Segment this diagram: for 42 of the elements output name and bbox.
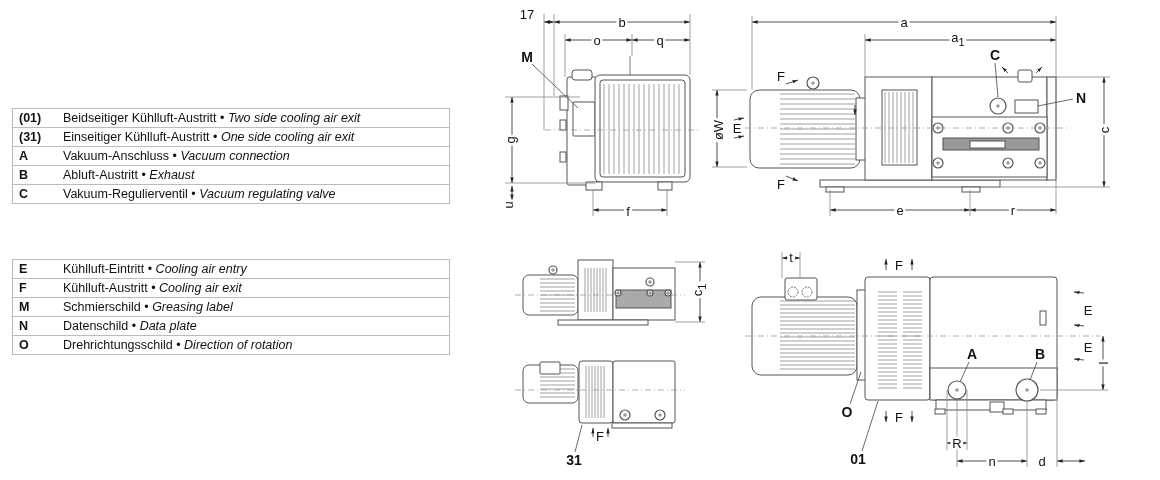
- leader-line: [1029, 361, 1038, 381]
- callout-label: 01: [850, 452, 866, 466]
- leader-line: [959, 361, 970, 383]
- dimension-label: F: [893, 410, 905, 424]
- callout-label: B: [1034, 347, 1046, 361]
- key-description: Einseitiger Kühlluft-Austritt • One side cooling air exit: [57, 127, 450, 147]
- dimension-label: øW: [711, 117, 725, 143]
- key-description: Kühlluft-Eintritt • Cooling air entry: [57, 259, 450, 279]
- key-description: Kühlluft-Austritt • Cooling air exit: [57, 278, 450, 298]
- key-description: Vakuum-Anschluss • Vacuum connection: [57, 146, 450, 166]
- callout-label: C: [989, 48, 1001, 62]
- dimension-label: R: [950, 436, 964, 450]
- dimension-label: F: [893, 258, 905, 272]
- dimension-label: E: [1081, 303, 1095, 317]
- key-description: Schmierschild • Greasing label: [57, 297, 450, 317]
- dimension-label: 17: [517, 7, 537, 21]
- dimension-label: d: [1036, 454, 1048, 468]
- key-description: Drehrichtungsschild • Direction of rotation: [57, 335, 450, 355]
- leader-line: [994, 62, 999, 98]
- dimension-label: t: [787, 250, 795, 264]
- dimension-label: F: [775, 69, 787, 83]
- callout-label: A: [966, 347, 978, 361]
- dimension-label: F: [594, 429, 606, 443]
- leader-line: [531, 63, 579, 109]
- callout-label: M: [521, 50, 533, 64]
- callout-label: O: [841, 405, 853, 419]
- callout-label: N: [1075, 91, 1087, 105]
- leader-line: [1037, 98, 1074, 107]
- callout-label: 31: [566, 453, 582, 467]
- dimension-label: l: [1096, 359, 1110, 367]
- key-description: Beidseitiger Kühlluft-Austritt • Two side cooling air exit: [57, 108, 450, 128]
- dimension-label: F: [775, 177, 787, 191]
- leader-line: [574, 424, 583, 453]
- key-description: Vakuum-Regulierventil • Vacuum regulating valve: [57, 184, 450, 204]
- dimension-label: f: [624, 204, 632, 218]
- leader-line: [849, 371, 862, 405]
- key-description: Abluft-Austritt • Exhaust: [57, 165, 450, 185]
- dimension-label: b: [616, 15, 628, 29]
- leader-line: [861, 400, 879, 452]
- key-description: Datenschild • Data plate: [57, 316, 450, 336]
- dimension-label: E: [1081, 340, 1095, 354]
- dimension-label: E: [730, 121, 744, 135]
